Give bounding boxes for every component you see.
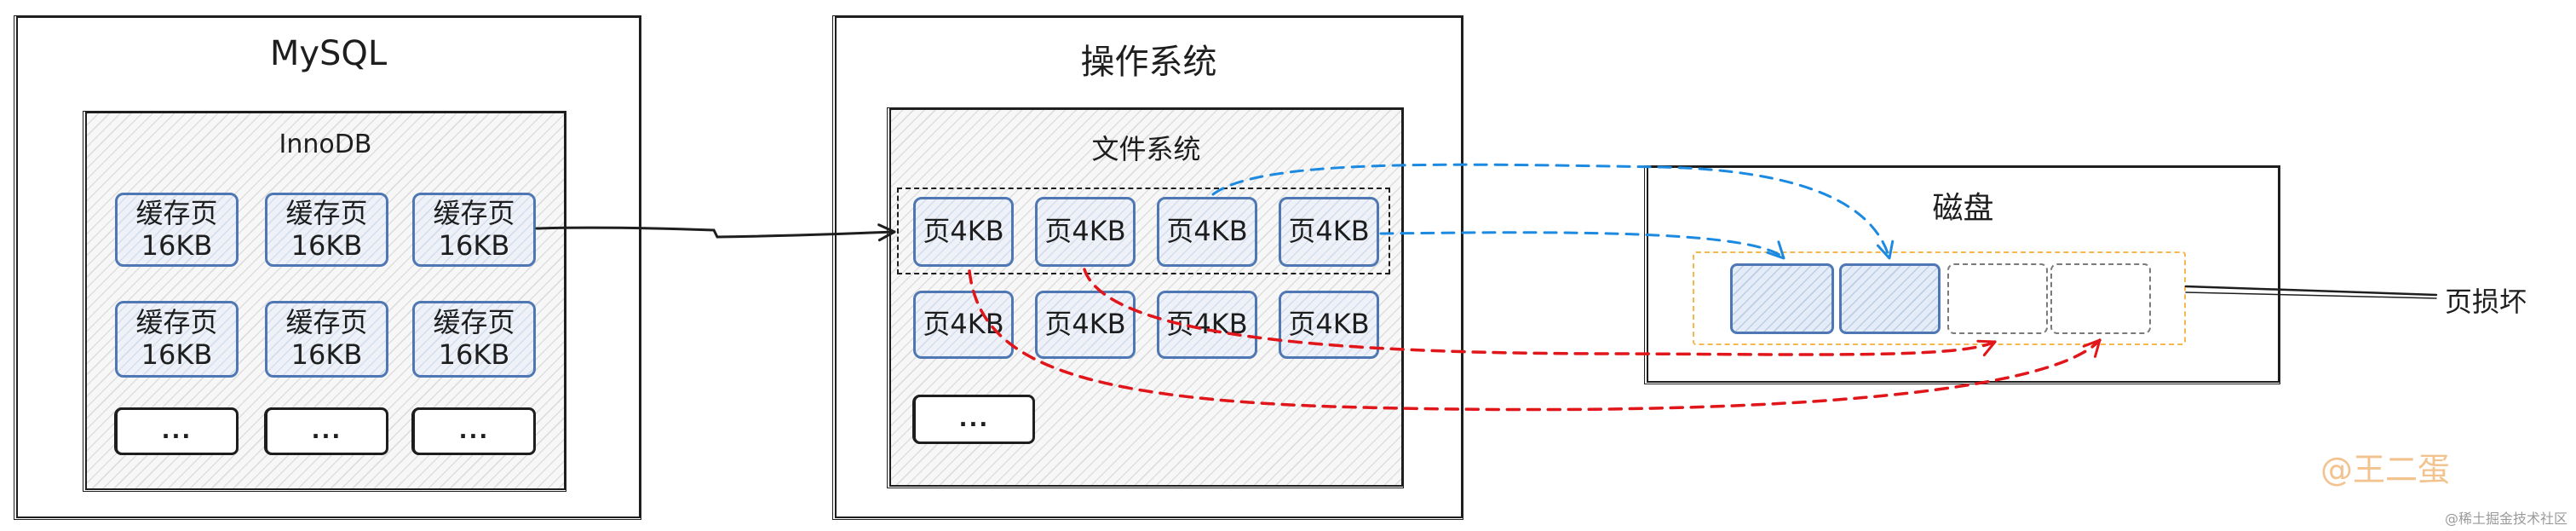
mysql-title: MySQL (269, 34, 388, 73)
fs-page-cell: 页4KB (1157, 197, 1257, 267)
buffer-page-cell: 缓存页 16KB (265, 193, 388, 267)
buffer-page-size: 16KB (290, 228, 363, 262)
buffer-page-cell: 缓存页 16KB (412, 193, 536, 267)
buffer-page-cell: 缓存页 16KB (115, 301, 239, 378)
buffer-page-label: 缓存页 (285, 196, 368, 229)
fs-page-cell: 页4KB (913, 197, 1014, 267)
buffer-page-ellipsis: ... (411, 407, 536, 455)
disk-block (1730, 263, 1834, 334)
disk-block (2050, 263, 2151, 334)
watermark-site: @稀土掘金技术社区 (2444, 511, 2567, 527)
buffer-page-label: 缓存页 (433, 196, 515, 229)
fs-page-cell: 页4KB (1157, 291, 1257, 359)
watermark-author: @王二蛋 (2320, 451, 2451, 488)
buffer-page-size: 16KB (290, 338, 363, 371)
buffer-page-ellipsis: ... (114, 407, 239, 455)
buffer-page-label: 缓存页 (135, 196, 218, 229)
disk-title: 磁盘 (1932, 191, 1994, 226)
buffer-page-label: 缓存页 (433, 306, 515, 339)
page-damage-label: 页损坏 (2445, 286, 2527, 318)
os-title: 操作系统 (1080, 43, 1217, 82)
fs-page-cell: 页4KB (1035, 291, 1136, 359)
buffer-page-size: 16KB (141, 338, 213, 371)
buffer-page-size: 16KB (141, 228, 213, 262)
disk-block (1839, 263, 1941, 334)
buffer-page-size: 16KB (438, 228, 510, 262)
fs-page-cell: 页4KB (1279, 197, 1379, 267)
buffer-page-ellipsis: ... (264, 407, 388, 455)
fs-page-cell: 页4KB (1279, 291, 1379, 359)
buffer-page-cell: 缓存页 16KB (265, 301, 388, 378)
fs-page-cell: 页4KB (913, 291, 1014, 359)
buffer-page-cell: 缓存页 16KB (412, 301, 536, 378)
disk-block (1947, 263, 2048, 334)
fs-page-ellipsis: ... (912, 395, 1035, 444)
buffer-page-cell: 缓存页 16KB (115, 193, 239, 267)
buffer-page-size: 16KB (438, 338, 510, 371)
buffer-page-label: 缓存页 (285, 306, 368, 339)
innodb-title: InnoDB (279, 130, 372, 159)
buffer-page-label: 缓存页 (135, 306, 218, 339)
fs-page-cell: 页4KB (1035, 197, 1136, 267)
filesystem-title: 文件系统 (1091, 133, 1201, 165)
